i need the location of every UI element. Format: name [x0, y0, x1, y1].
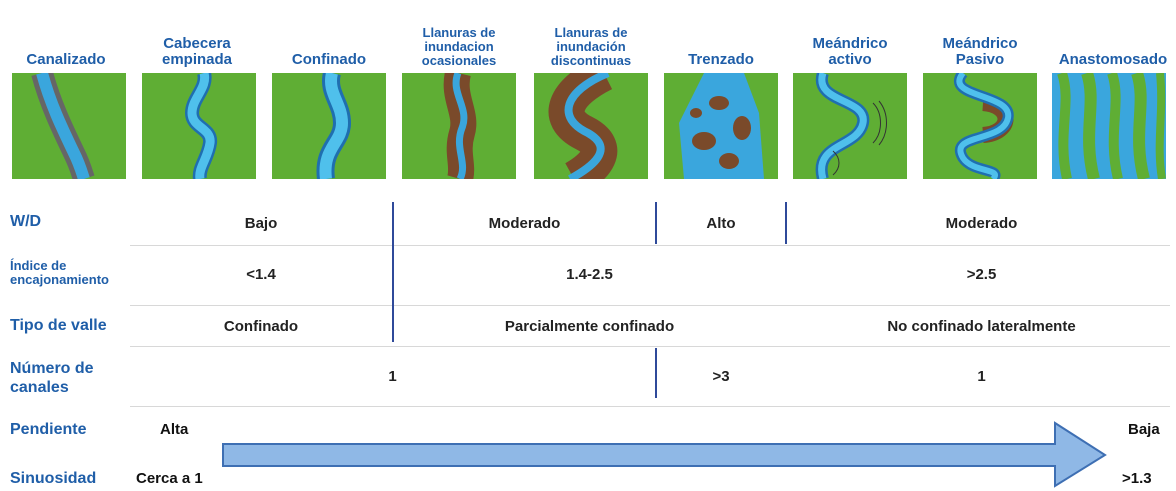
wd-cell-moderado: Moderado: [945, 214, 1018, 232]
row-label-pendiente: Pendiente: [10, 421, 87, 438]
column-divider: [655, 348, 657, 398]
channel-title-llanuras-discontinuas: Llanuras de inundación discontinuas: [550, 25, 632, 68]
channel-title-meandrico-pasivo: Meándrico Pasivo: [942, 35, 1018, 68]
meandrico-pasivo-image: [923, 73, 1037, 179]
valle-cell-parcial: Parcialmente confinado: [504, 317, 675, 335]
row-label-numero-canales: Número de canales: [10, 360, 94, 396]
gradient-arrow: [222, 421, 1107, 488]
trenzado-image: [664, 73, 778, 179]
sinuosidad-end: >1.3: [1122, 470, 1152, 487]
channel-title-trenzado: Trenzado: [688, 51, 754, 68]
valle-cell-confinado: Confinado: [223, 317, 299, 335]
canales-cell-uno-b: 1: [977, 367, 986, 385]
pendiente-start: Alta: [160, 421, 189, 438]
channel-title-cabecera-empinada: Cabecera empinada: [161, 35, 233, 68]
encajonamiento-cell-low: <1.4: [246, 265, 276, 283]
meandrico-activo-image: [793, 73, 907, 179]
column-divider: [655, 202, 657, 244]
canales-cell-uno: 1: [388, 367, 397, 385]
row-divider: [130, 346, 1170, 347]
row-label-sinuosidad: Sinuosidad: [10, 470, 97, 487]
canales-cell-tres: >3: [712, 367, 730, 385]
pendiente-end: Baja: [1128, 421, 1160, 438]
wd-cell-alto: Alto: [706, 214, 736, 232]
sinuosidad-start: Cerca a 1: [136, 470, 203, 487]
row-label-wd: W/D: [10, 213, 42, 230]
encajonamiento-cell-high: >2.5: [966, 265, 997, 283]
row-divider: [130, 305, 1170, 306]
channel-title-meandrico-activo: Meándrico activo: [812, 35, 888, 68]
channel-title-canalizado: Canalizado: [26, 51, 106, 68]
valle-cell-no-confinado: No confinado lateralmente: [887, 317, 1076, 335]
row-label-encajonamiento: Índice de encajonamiento: [10, 258, 109, 287]
channel-title-confinado: Confinado: [291, 51, 367, 68]
row-divider: [130, 245, 1170, 246]
column-divider: [785, 202, 787, 244]
anastomosado-image: [1052, 73, 1166, 179]
channel-title-anastomosado: Anastomosado: [1058, 51, 1168, 68]
channel-title-llanuras-ocasionales: Llanuras de inundacion ocasionales: [421, 25, 497, 68]
llanuras-discontinuas-image: [534, 73, 648, 179]
row-label-tipo-valle: Tipo de valle: [10, 317, 107, 334]
wd-cell-bajo: Bajo: [244, 214, 278, 232]
confinado-image: [272, 73, 386, 179]
canalizado-image: [12, 73, 126, 179]
cabecera-empinada-image: [142, 73, 256, 179]
column-divider: [392, 202, 394, 342]
row-divider: [130, 406, 1170, 407]
encajonamiento-cell-mid: 1.4-2.5: [566, 265, 613, 283]
llanuras-ocasionales-image: [402, 73, 516, 179]
wd-cell-moderado: Moderado: [488, 214, 561, 232]
